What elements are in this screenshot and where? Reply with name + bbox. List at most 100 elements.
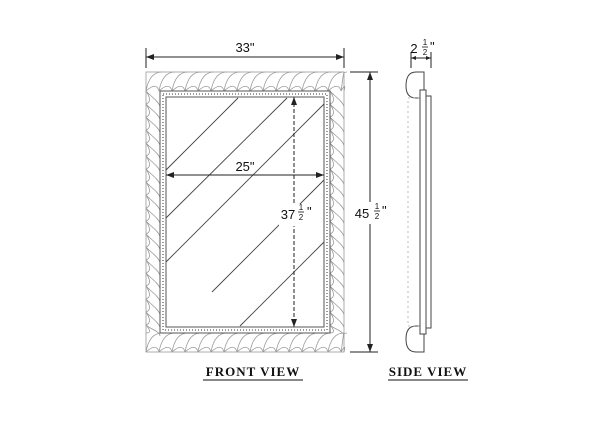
rope-strand bbox=[301, 85, 316, 92]
rope-strand bbox=[329, 233, 334, 248]
rope-strand bbox=[329, 129, 334, 144]
glare-line bbox=[239, 241, 325, 327]
rope-strand bbox=[145, 259, 150, 274]
rope-strand bbox=[145, 233, 161, 251]
depth-frac-den: 2 bbox=[423, 48, 428, 57]
glass-glare bbox=[165, 97, 325, 327]
rope-strand bbox=[262, 71, 280, 92]
glass-width-label: 25" bbox=[235, 159, 254, 174]
rope-strand bbox=[262, 85, 277, 92]
rope-strand bbox=[329, 129, 345, 147]
rope-strand bbox=[329, 142, 334, 157]
rope-strand bbox=[145, 155, 150, 170]
rope-strand bbox=[223, 85, 238, 92]
rope-strand bbox=[145, 272, 150, 287]
rope-strand bbox=[275, 71, 293, 92]
rope-strand bbox=[329, 194, 345, 212]
glass-height-frac-den: 2 bbox=[299, 213, 304, 222]
overall-height-whole: 45 bbox=[355, 206, 369, 221]
rope-strand bbox=[223, 346, 238, 353]
rope-strand bbox=[329, 155, 334, 170]
rope-strand bbox=[145, 246, 150, 261]
rope-strand bbox=[329, 285, 334, 300]
rope-strand bbox=[327, 71, 345, 92]
side-view: 2 1 2 " bbox=[405, 38, 435, 353]
side-view-label: SIDE VIEW bbox=[389, 364, 467, 379]
rope-strand bbox=[145, 207, 161, 225]
rope-strand bbox=[145, 181, 150, 196]
glass-edge bbox=[165, 96, 325, 328]
rope-strand bbox=[145, 194, 150, 209]
inner-frame-outer bbox=[159, 90, 331, 334]
rope-strand bbox=[171, 85, 186, 92]
liner-texture bbox=[162, 93, 328, 331]
depth-dimension: 2 1 2 " bbox=[410, 38, 435, 68]
rope-strand bbox=[145, 116, 150, 131]
rope-frame-left bbox=[145, 90, 161, 337]
rope-strand bbox=[197, 85, 212, 92]
rope-strand bbox=[210, 85, 225, 92]
rope-strand bbox=[145, 168, 150, 183]
rope-strand bbox=[249, 85, 264, 92]
rope-strand bbox=[288, 85, 303, 92]
rope-strand bbox=[145, 233, 150, 248]
rope-strand bbox=[288, 71, 306, 92]
rope-strand bbox=[275, 346, 290, 353]
rope-strand bbox=[197, 346, 212, 353]
rope-strand bbox=[145, 298, 161, 316]
depth-frac-num: 1 bbox=[423, 38, 428, 47]
side-view-title: SIDE VIEW bbox=[388, 364, 468, 381]
rope-strand bbox=[145, 298, 150, 313]
side-glass-profile bbox=[425, 95, 432, 329]
rope-strand bbox=[145, 194, 161, 212]
glare-line bbox=[211, 179, 325, 293]
rope-strand bbox=[329, 168, 334, 183]
rope-strand bbox=[145, 220, 161, 238]
rope-strand bbox=[145, 103, 150, 118]
glass-height-whole: 37 bbox=[281, 207, 295, 222]
rope-strand bbox=[158, 346, 173, 353]
rope-strand bbox=[145, 90, 150, 105]
glare-line bbox=[165, 103, 325, 263]
rope-strand bbox=[145, 90, 161, 108]
rope-frame-right bbox=[329, 90, 345, 337]
overall-width-dimension: 33" bbox=[145, 40, 345, 68]
rope-strand bbox=[145, 246, 161, 264]
overall-width-label: 33" bbox=[235, 40, 254, 55]
rope-strand bbox=[171, 346, 186, 353]
rope-strand bbox=[145, 324, 161, 337]
rope-strand bbox=[145, 129, 161, 147]
rope-strand bbox=[145, 181, 161, 199]
rope-strand bbox=[329, 220, 345, 238]
rope-strand bbox=[329, 103, 334, 118]
rope-strand bbox=[329, 90, 345, 108]
front-view: 33" 25" 37 1 2 " bbox=[145, 40, 348, 353]
rope-strand bbox=[314, 85, 329, 92]
rope-strand bbox=[329, 220, 334, 235]
rope-strand bbox=[145, 85, 160, 92]
rope-strand bbox=[329, 168, 345, 186]
rope-strand bbox=[249, 346, 264, 353]
overall-height-frac-den: 2 bbox=[375, 212, 380, 221]
rope-strand bbox=[210, 71, 228, 92]
rope-strand bbox=[145, 346, 160, 353]
rope-strand bbox=[340, 332, 348, 353]
rope-strand bbox=[329, 103, 345, 121]
overall-height-dimension: 45 1 2 " bbox=[350, 71, 388, 353]
overall-height-frac-num: 1 bbox=[375, 202, 380, 211]
rope-strand bbox=[145, 103, 161, 121]
rope-strand bbox=[329, 246, 345, 264]
rope-strand bbox=[171, 71, 189, 92]
rope-strand bbox=[329, 181, 334, 196]
rope-strand bbox=[249, 71, 267, 92]
front-view-title: FRONT VIEW bbox=[203, 364, 303, 381]
rope-strand bbox=[145, 142, 161, 160]
rope-strand bbox=[262, 346, 277, 353]
overall-height-inch-mark: " bbox=[382, 203, 387, 218]
rope-strand bbox=[236, 71, 254, 92]
rope-strand bbox=[145, 259, 161, 277]
rope-strand bbox=[329, 324, 345, 337]
rope-strand bbox=[301, 346, 316, 353]
